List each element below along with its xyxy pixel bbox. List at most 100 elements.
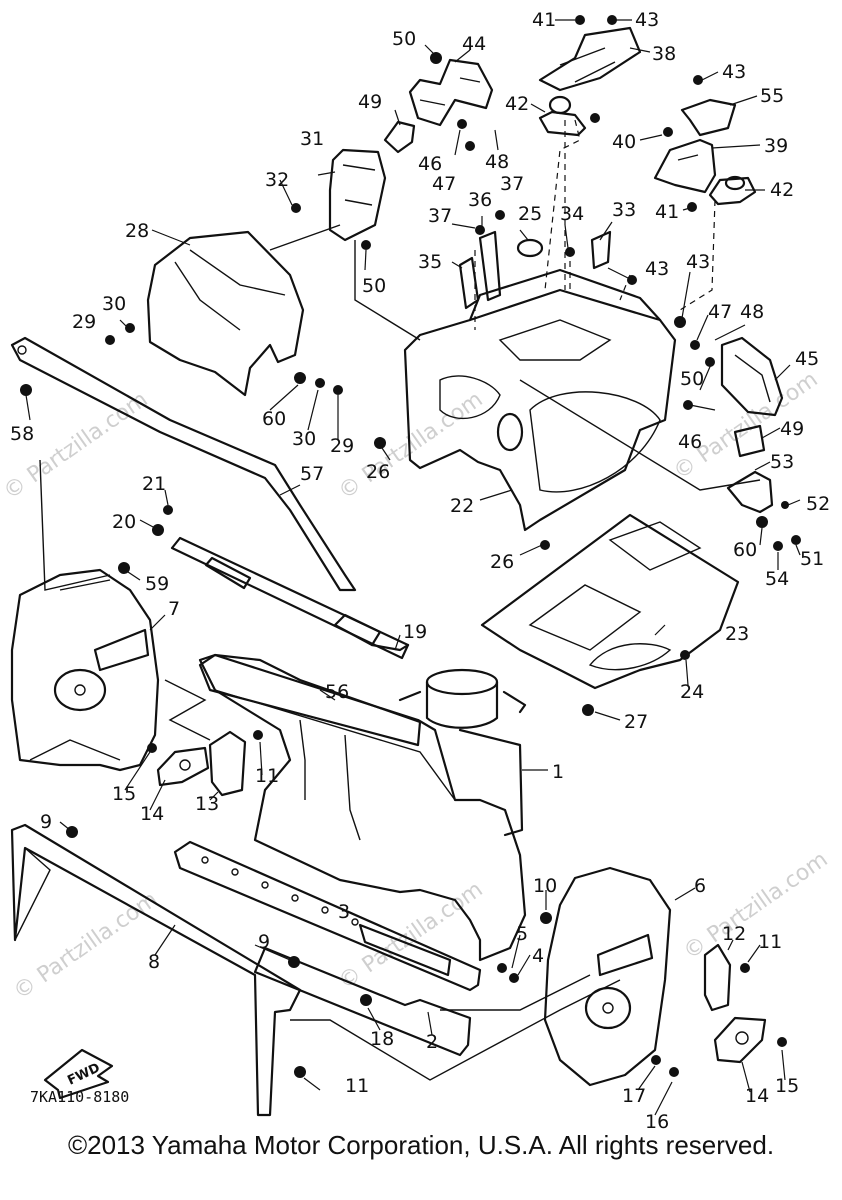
callout-26-top: 26 — [366, 461, 390, 483]
callout-7: 7 — [168, 598, 180, 620]
callout-58: 58 — [10, 423, 34, 445]
skid-plate-23 — [480, 513, 740, 690]
callout-20: 20 — [112, 511, 136, 533]
callout-15-right: 15 — [775, 1075, 799, 1097]
callout-6: 6 — [694, 875, 706, 897]
chute-base-1 — [398, 668, 527, 837]
callout-44: 44 — [462, 33, 486, 55]
callout-25: 25 — [518, 203, 542, 225]
watermark-left: © Partzilla.com — [0, 387, 153, 505]
callout-23: 23 — [725, 623, 749, 645]
bearing-14-left — [156, 746, 210, 787]
callout-11-right: 11 — [758, 931, 782, 953]
callout-50-right: 50 — [680, 368, 704, 390]
callout-40: 40 — [612, 131, 636, 153]
scraper-2 — [253, 946, 472, 1057]
callout-24: 24 — [680, 681, 704, 703]
callout-50-top: 50 — [392, 28, 416, 50]
callout-55: 55 — [760, 85, 784, 107]
auger-shaft-19 — [170, 536, 410, 660]
callout-38: 38 — [652, 43, 676, 65]
callout-49-right: 49 — [780, 418, 804, 440]
bracket-53 — [726, 470, 774, 514]
bracket-44 — [408, 58, 494, 127]
callout-4: 4 — [532, 945, 544, 967]
callout-59: 59 — [145, 573, 169, 595]
callout-22: 22 — [450, 495, 474, 517]
callout-47-top: 47 — [432, 173, 456, 195]
callout-32: 32 — [265, 169, 289, 191]
callout-42-top: 42 — [505, 93, 529, 115]
fasteners — [20, 15, 801, 1078]
callout-60-left: 60 — [262, 408, 286, 430]
leader-lines — [25, 19, 801, 1116]
callout-1: 1 — [552, 761, 564, 783]
callout-41-top: 41 — [532, 9, 556, 31]
bracket-55 — [680, 98, 737, 137]
bracket-31 — [328, 148, 387, 242]
copyright-notice: ©2013 Yamaha Motor Corporation, U.S.A. A… — [67, 1130, 775, 1160]
callout-30-right: 30 — [292, 428, 316, 450]
callout-30-left: 30 — [102, 293, 126, 315]
callout-52: 52 — [806, 493, 830, 515]
callout-16: 16 — [645, 1111, 669, 1133]
callout-48-right: 48 — [740, 301, 764, 323]
callout-labels: 1 2 3 4 5 6 7 8 9 9 10 11 11 11 12 13 14… — [10, 9, 830, 1133]
callout-8: 8 — [148, 951, 160, 973]
callout-11-left: 11 — [255, 765, 279, 787]
callout-9-bottom: 9 — [258, 931, 270, 953]
callout-45: 45 — [795, 348, 819, 370]
belt-cover-45 — [720, 336, 784, 417]
bearing-14-right — [713, 1016, 767, 1064]
callout-57: 57 — [300, 463, 324, 485]
callout-49-top: 49 — [358, 91, 382, 113]
rubber-mount-42-top — [538, 95, 587, 137]
drawing-code: 7KA110-8180 — [30, 1088, 129, 1106]
callout-21: 21 — [142, 473, 166, 495]
callout-39: 39 — [764, 135, 788, 157]
callout-29-right: 29 — [330, 435, 354, 457]
main-frame-22 — [403, 268, 677, 532]
callout-37-right: 37 — [500, 173, 524, 195]
scraper-bar-3 — [173, 840, 482, 992]
callout-27: 27 — [624, 711, 648, 733]
side-plate-6 — [543, 866, 672, 1087]
callout-37-left: 37 — [428, 205, 452, 227]
callout-36: 36 — [468, 189, 492, 211]
callout-33: 33 — [612, 199, 636, 221]
watermark-mid-left: © Partzilla.com — [334, 387, 487, 505]
callout-13: 13 — [195, 793, 219, 815]
callout-48-top: 48 — [485, 151, 509, 173]
watermarks: © Partzilla.com © Partzilla.com © Partzi… — [0, 367, 833, 1005]
callout-56: 56 — [325, 681, 349, 703]
callout-51: 51 — [800, 548, 824, 570]
callout-31: 31 — [300, 128, 324, 150]
callout-28: 28 — [125, 220, 149, 242]
bracket-12 — [703, 943, 732, 1012]
callout-29-left: 29 — [72, 311, 96, 333]
auger-housing-1 — [198, 653, 527, 962]
watermark-low-right: © Partzilla.com — [679, 847, 832, 965]
rubber-mount-49-top — [383, 120, 416, 154]
bracket-38 — [538, 26, 642, 92]
callout-19: 19 — [403, 621, 427, 643]
callout-43-right: 43 — [686, 251, 710, 273]
plug-25 — [516, 238, 544, 258]
callout-17: 17 — [622, 1085, 646, 1107]
side-plate-7 — [10, 568, 160, 772]
cross-plate-56 — [198, 653, 422, 747]
belt-cover-28 — [146, 230, 305, 397]
bracket-13 — [208, 730, 247, 797]
watermark-low-mid: © Partzilla.com — [334, 877, 487, 995]
callout-41-mid: 41 — [655, 201, 679, 223]
bracket-33 — [590, 230, 612, 270]
bracket-36 — [478, 230, 502, 302]
bracket-39 — [653, 138, 717, 194]
callout-15-left: 15 — [112, 783, 136, 805]
callout-2: 2 — [426, 1031, 438, 1053]
callout-43-mid: 43 — [645, 258, 669, 280]
callout-3: 3 — [338, 901, 350, 923]
callout-43-upper-right: 43 — [722, 61, 746, 83]
callout-11-bottom: 11 — [345, 1075, 369, 1097]
callout-53: 53 — [770, 451, 794, 473]
